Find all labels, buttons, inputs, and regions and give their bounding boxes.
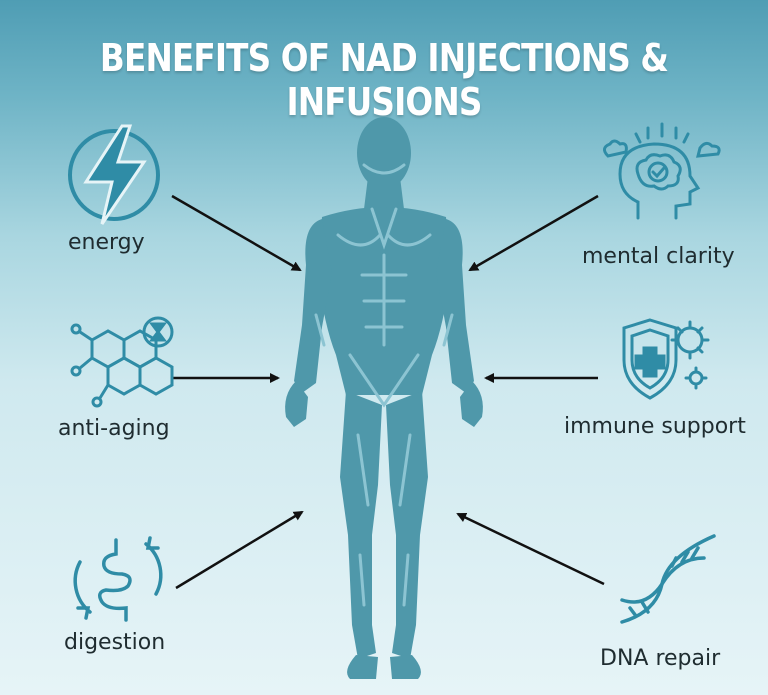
arrow-energy xyxy=(171,194,302,272)
shield-virus-icon xyxy=(616,308,716,408)
brain-head-icon xyxy=(598,118,728,228)
arrow-dna-repair xyxy=(456,512,605,586)
intestine-cycle-icon xyxy=(66,530,170,626)
lightning-bolt-icon xyxy=(64,120,164,230)
dna-repair-label: DNA repair xyxy=(600,646,721,671)
page-title: BENEFITS OF NAD INJECTIONS & INFUSIONS xyxy=(99,36,669,124)
dna-helix-icon xyxy=(616,528,720,628)
mental-clarity-label: mental clarity xyxy=(582,244,735,269)
energy-label: energy xyxy=(68,230,145,255)
immune-support-label: immune support xyxy=(564,414,746,439)
arrow-digestion xyxy=(175,510,304,590)
digestion-label: digestion xyxy=(64,630,166,655)
human-body-anatomy-icon xyxy=(272,105,496,689)
arrow-mental-clarity xyxy=(468,194,599,272)
molecule-hourglass-icon xyxy=(62,310,182,410)
anti-aging-label: anti-aging xyxy=(58,416,170,441)
